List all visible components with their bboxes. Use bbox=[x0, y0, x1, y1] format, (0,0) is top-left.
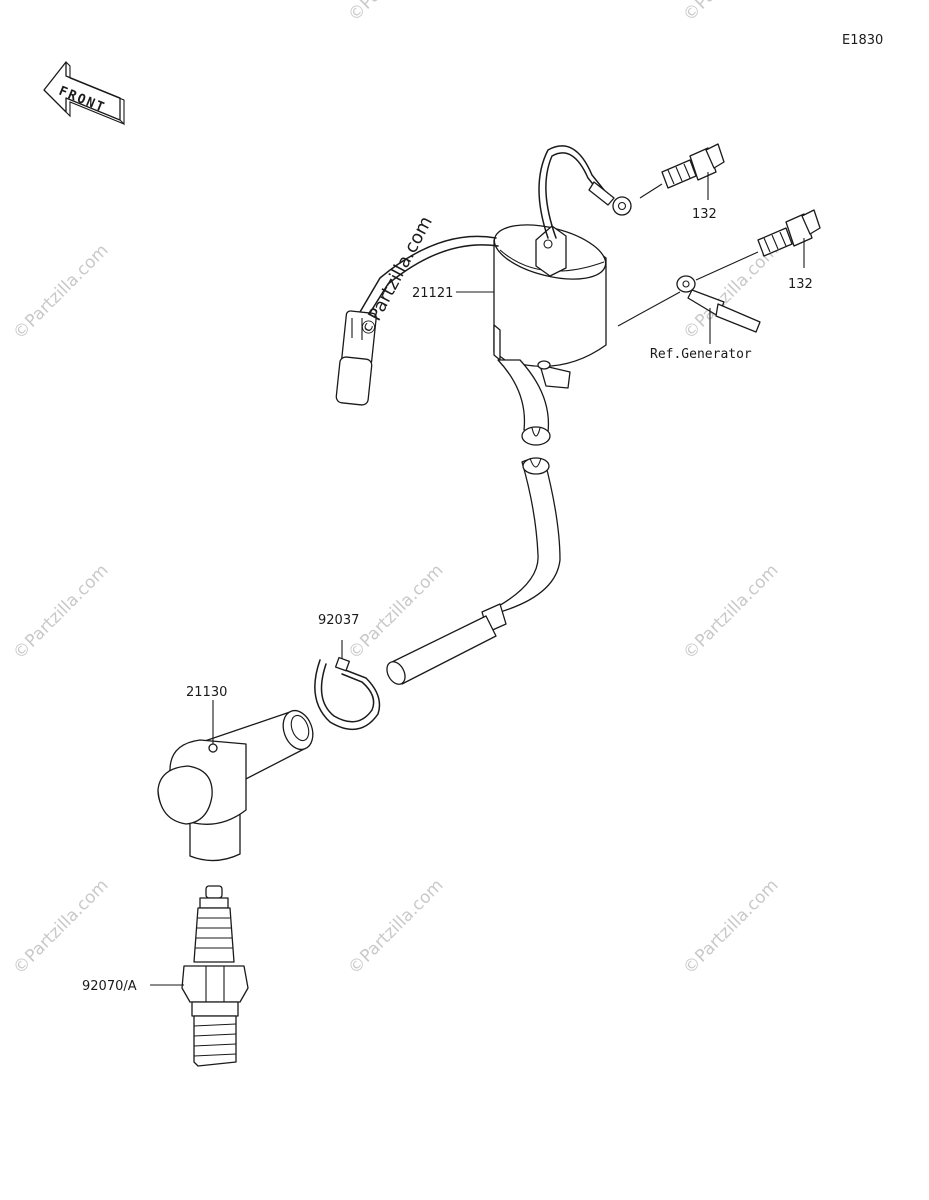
watermark: ©Partzilla.com bbox=[679, 0, 782, 26]
watermark: ©Partzilla.com bbox=[679, 875, 782, 978]
coil-callout: 21121 bbox=[412, 286, 494, 301]
callout-ref-generator: Ref.Generator bbox=[650, 347, 752, 362]
clamp: 92037 bbox=[314, 613, 381, 731]
callout-132-lower: 132 bbox=[788, 277, 813, 292]
spark-plug: 92070/A bbox=[82, 885, 249, 1067]
watermark-group: ©Partzilla.com ©Partzilla.com ©Partzilla… bbox=[9, 0, 782, 979]
watermark: ©Partzilla.com bbox=[679, 560, 782, 663]
generator-ground-lead: Ref.Generator bbox=[617, 275, 761, 362]
watermark: ©Partzilla.com bbox=[356, 213, 437, 340]
ignition-coil: ©Partzilla.com bbox=[335, 145, 632, 446]
callout-21130: 21130 bbox=[186, 685, 227, 700]
callout-21121: 21121 bbox=[412, 286, 453, 301]
watermark: ©Partzilla.com bbox=[9, 875, 112, 978]
watermark: ©Partzilla.com bbox=[9, 240, 112, 343]
high-tension-lead bbox=[386, 457, 561, 685]
callout-92037: 92037 bbox=[318, 613, 359, 628]
callout-132-upper: 132 bbox=[692, 207, 717, 222]
watermark: ©Partzilla.com bbox=[344, 0, 447, 26]
callout-92070a: 92070/A bbox=[82, 979, 137, 994]
bolt-lower: 132 bbox=[695, 209, 821, 292]
bolt-upper: 132 bbox=[639, 143, 725, 222]
front-arrow-icon: FRONT bbox=[43, 61, 125, 126]
spark-plug-cap: 21130 bbox=[157, 685, 314, 862]
watermark: ©Partzilla.com bbox=[9, 560, 112, 663]
watermark: ©Partzilla.com bbox=[344, 875, 447, 978]
diagram-code: E1830 bbox=[842, 33, 883, 48]
